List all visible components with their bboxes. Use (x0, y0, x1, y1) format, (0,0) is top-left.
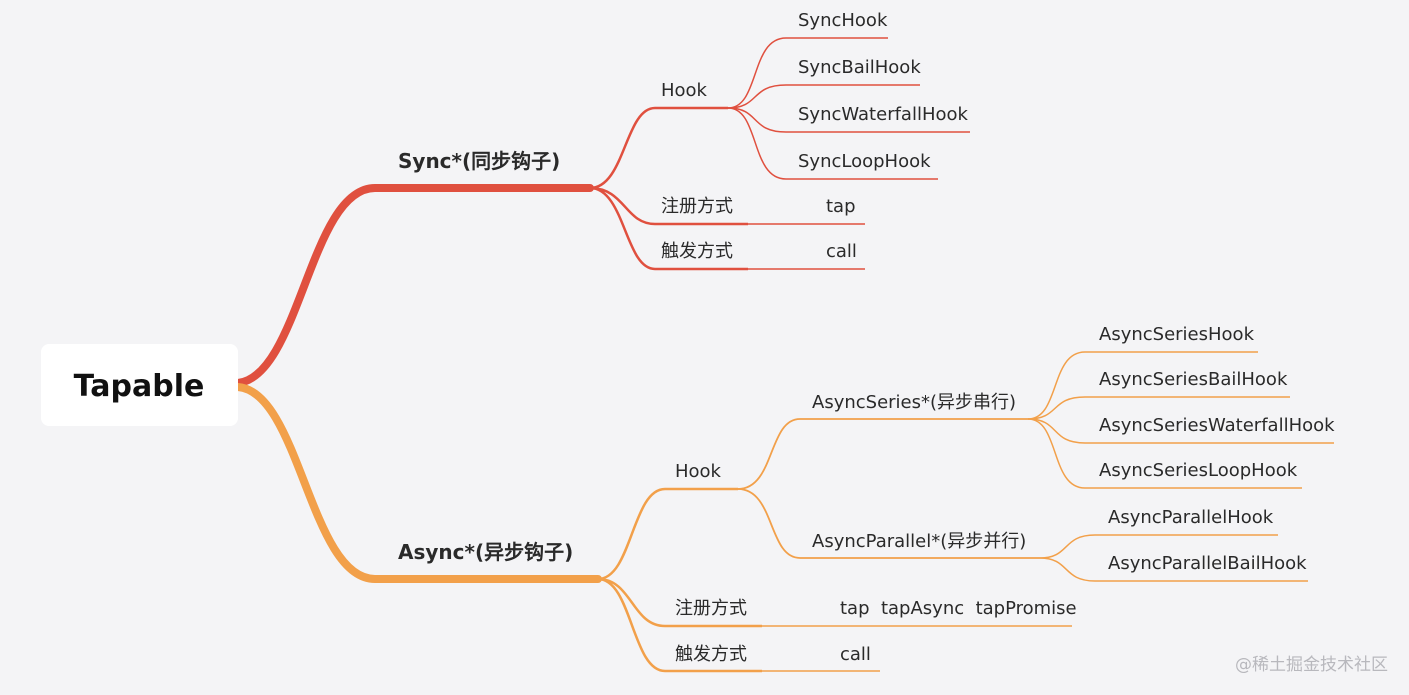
sync-hook-item[interactable]: SyncLoopHook (798, 151, 931, 172)
edge-sync-trigger (589, 186, 748, 271)
async-series-item[interactable]: AsyncSeriesWaterfallHook (1099, 415, 1335, 436)
sync-register-label[interactable]: 注册方式 (661, 196, 733, 217)
watermark-text: @稀土掘金技术社区 (1235, 655, 1388, 675)
edge-sync-hook-2 (727, 84, 920, 109)
sync-hook-label[interactable]: Hook (661, 80, 708, 101)
edge-async-trigger (597, 577, 762, 673)
edge-series-4 (1027, 418, 1302, 489)
async-node-label[interactable]: Async*(异步钩子) (398, 540, 573, 564)
edge-root-sync (234, 184, 594, 387)
sync-trigger-label[interactable]: 触发方式 (661, 241, 733, 262)
edge-series-1 (1027, 351, 1258, 420)
async-branch (234, 351, 1334, 673)
edge-async-hook-parallel (737, 488, 1040, 559)
edge-async-hook-series (737, 418, 1028, 490)
async-series-item[interactable]: AsyncSeriesLoopHook (1099, 460, 1298, 481)
async-series-item[interactable]: AsyncSeriesBailHook (1099, 369, 1288, 390)
sync-branch (234, 37, 970, 387)
sync-node-label[interactable]: Sync*(同步钩子) (398, 149, 560, 173)
async-trigger-label[interactable]: 触发方式 (675, 644, 747, 665)
sync-hook-item[interactable]: SyncWaterfallHook (798, 104, 969, 125)
async-series-label[interactable]: AsyncSeries*(异步串行) (812, 392, 1016, 413)
async-register-label[interactable]: 注册方式 (675, 598, 747, 619)
async-parallel-item[interactable]: AsyncParallelHook (1108, 507, 1274, 528)
sync-trigger-value[interactable]: call (826, 241, 857, 262)
async-series-item[interactable]: AsyncSeriesHook (1099, 324, 1255, 345)
edge-sync-register (589, 186, 748, 226)
edge-async-register (597, 577, 762, 628)
edge-series-3 (1027, 418, 1334, 444)
async-parallel-label[interactable]: AsyncParallel*(异步并行) (812, 531, 1026, 552)
sync-hook-item[interactable]: SyncHook (798, 10, 888, 31)
edge-sync-hook-4 (727, 107, 938, 180)
edge-async-hook (597, 487, 738, 581)
edge-parallel-2 (1039, 557, 1308, 582)
sync-hook-item[interactable]: SyncBailHook (798, 57, 921, 78)
async-register-value[interactable]: tap tapAsync tapPromise (840, 598, 1077, 619)
root-node[interactable]: Tapable (41, 344, 238, 426)
sync-register-value[interactable]: tap (826, 196, 856, 217)
async-trigger-value[interactable]: call (840, 644, 871, 665)
edge-sync-hook-3 (727, 107, 970, 133)
async-hook-label[interactable]: Hook (675, 461, 722, 482)
root-box (41, 344, 238, 426)
edge-sync-hook-1 (727, 37, 888, 109)
edge-root-async (234, 383, 602, 583)
root-label: Tapable (74, 369, 205, 404)
edge-series-2 (1027, 396, 1290, 420)
async-parallel-item[interactable]: AsyncParallelBailHook (1108, 553, 1307, 574)
edge-parallel-1 (1039, 534, 1278, 559)
edge-sync-hook (589, 106, 728, 190)
